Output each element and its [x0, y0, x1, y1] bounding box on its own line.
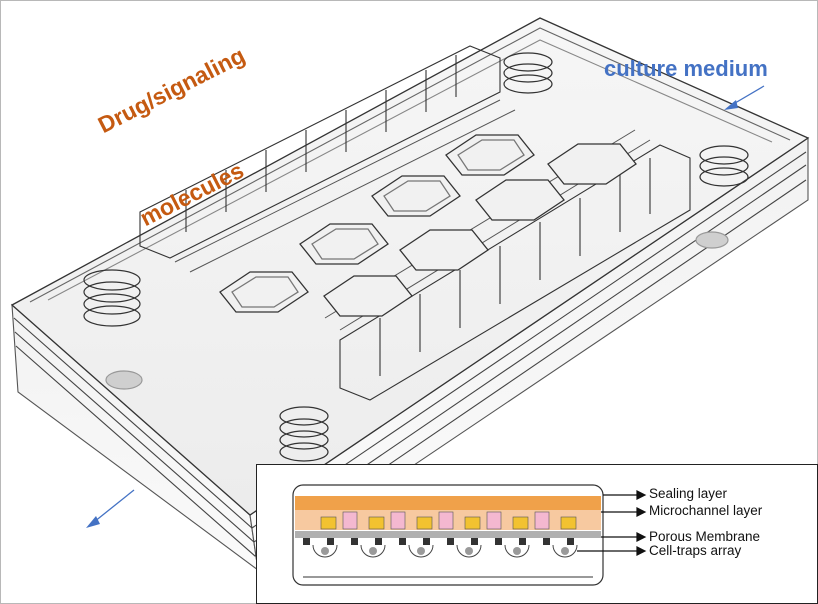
porous-membrane	[295, 531, 601, 538]
wells-upper-row	[139, 45, 501, 259]
culture-medium-label: culture medium	[604, 56, 768, 81]
port-right	[695, 145, 749, 249]
ports	[83, 52, 749, 462]
sealing-layer	[295, 496, 601, 510]
sealing-layer-label: Sealing layer	[649, 486, 728, 501]
wells-lower-row	[339, 144, 691, 401]
arrows	[86, 85, 765, 528]
trapped-cells	[321, 547, 569, 555]
layer-arrows	[577, 490, 647, 556]
port-top	[503, 52, 553, 94]
cross-section-inset: Sealing layer Microchannel layer Porous …	[256, 464, 818, 604]
hexagonal-chambers	[219, 134, 637, 317]
porous-membrane-label: Porous Membrane	[649, 529, 761, 544]
cross-section-diagram	[292, 484, 647, 586]
microchannel-cells	[320, 511, 577, 530]
port-bottom	[279, 406, 329, 462]
membrane-pores	[303, 538, 574, 545]
cell-traps-array-label: Cell-traps array	[649, 543, 742, 558]
microchannel-layer-label: Microchannel layer	[649, 503, 763, 518]
port-left	[83, 269, 143, 390]
